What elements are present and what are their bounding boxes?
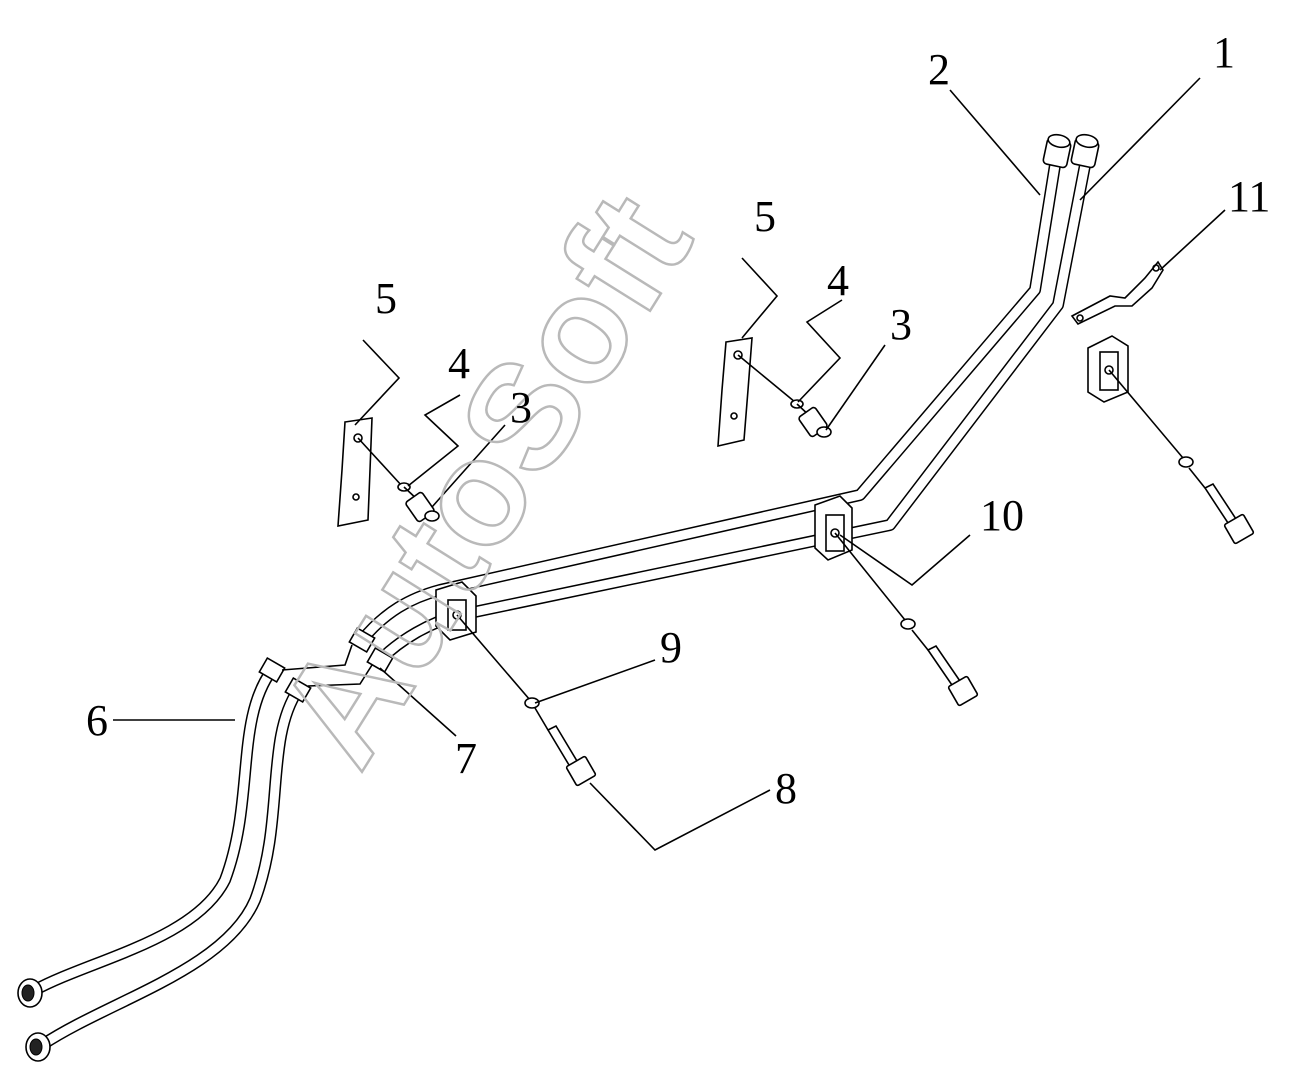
callout-4-left: 4 [448, 339, 470, 388]
callout-labels: 1 2 11 5 4 3 5 4 3 10 9 6 7 8 [86, 28, 1270, 813]
callout-3-left: 3 [510, 383, 532, 432]
callout-6: 6 [86, 696, 108, 745]
callout-4-right: 4 [827, 256, 849, 305]
watermark-text: AutoSoft [245, 166, 723, 792]
bolts-and-washers [456, 369, 1255, 787]
pipe-connectors [258, 626, 394, 704]
callout-8: 8 [775, 764, 797, 813]
callout-10: 10 [980, 491, 1024, 540]
callout-3-right: 3 [890, 300, 912, 349]
callout-1: 1 [1213, 28, 1235, 77]
callout-5-left: 5 [375, 274, 397, 323]
leader-lines [113, 77, 1226, 851]
callout-5-right: 5 [754, 192, 776, 241]
bracket-eleven [1070, 260, 1164, 403]
hose-end-nuts [17, 978, 51, 1062]
top-pipe-fittings [1042, 133, 1100, 169]
bracket-right [717, 337, 832, 448]
bracket-left [337, 417, 440, 527]
callout-9: 9 [660, 623, 682, 672]
pipe-assembly [29, 159, 1091, 1051]
callout-11: 11 [1228, 172, 1270, 221]
callout-2: 2 [928, 45, 950, 94]
callout-7: 7 [455, 734, 477, 783]
